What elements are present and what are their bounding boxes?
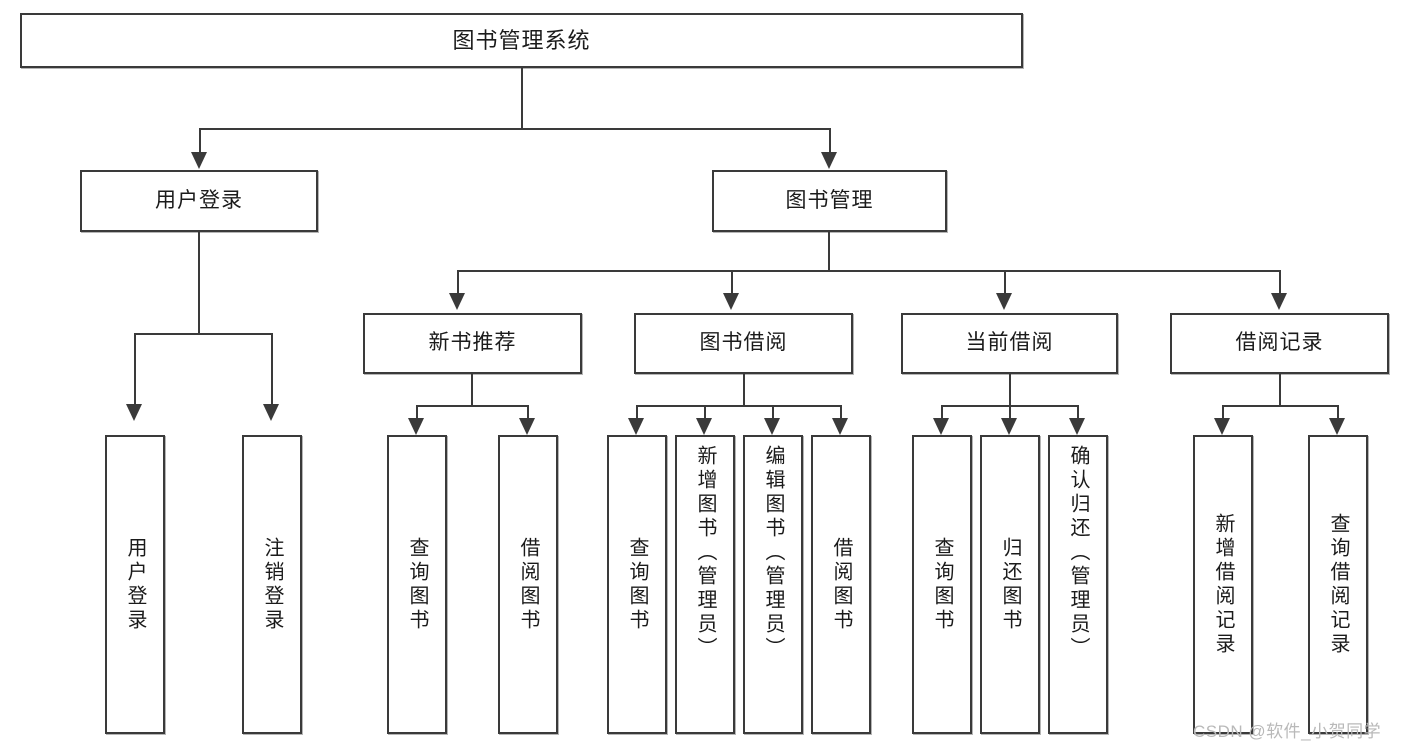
node-label: 新书推荐 [428,331,517,355]
connector-book-manage-drop-1 [457,270,459,295]
node-label: 当前借阅 [965,331,1054,355]
connector-root-to-book-manage [829,128,831,154]
node-leaf-query-book-rec[interactable]: 查询图书 [387,435,447,734]
connector-root-to-user-login [199,128,201,154]
arrow-book-manage-to-book-borrow [723,293,739,310]
node-leaf-query-book-borrow[interactable]: 查询图书 [607,435,667,734]
arrow-book-manage-to-borrow-record [1271,293,1287,310]
node-current-borrowing[interactable]: 当前借阅 [901,313,1118,374]
node-leaf-borrow-book-rec[interactable]: 借阅图书 [498,435,558,734]
node-leaf-confirm-return[interactable]: 确认归还（管理员） [1048,435,1108,734]
connector-new-book-rec-drop-2 [527,405,529,419]
node-label: 查询图书 [626,536,648,633]
node-borrowing-record[interactable]: 借阅记录 [1170,313,1389,374]
connector-book-manage-drop-2 [731,270,733,295]
arrow-root-to-book-manage [821,152,837,169]
connector-book-borrow-drop-3 [772,405,774,419]
node-label: 用户登录 [124,536,146,633]
connector-new-book-rec-bus [416,405,528,407]
node-label: 借阅图书 [517,536,539,633]
connector-book-borrow-bus [636,405,841,407]
csdn-watermark: CSDN @软件_小贺同学 [1193,722,1382,741]
connector-root-bus [199,128,831,130]
arrow-user-login-leaf-2 [263,404,279,421]
connector-user-login-stem [198,232,200,333]
connector-user-login-drop-2 [271,333,273,406]
node-label: 借阅记录 [1235,331,1324,355]
connector-book-manage-drop-4 [1279,270,1281,295]
arrow-current-borrow-leaf-1 [933,418,949,435]
connector-new-book-rec-drop-1 [416,405,418,419]
node-leaf-add-book[interactable]: 新增图书（管理员） [675,435,735,734]
connector-current-borrow-stem [1009,374,1011,405]
node-label: 查询图书 [931,536,953,633]
arrow-book-borrow-leaf-3 [764,418,780,435]
connector-user-login-bus [134,333,273,335]
node-book-management[interactable]: 图书管理 [712,170,947,232]
node-label: 归还图书 [999,536,1021,633]
node-new-book-recommendation[interactable]: 新书推荐 [363,313,582,374]
arrow-new-book-rec-leaf-1 [408,418,424,435]
node-leaf-add-borrow-record[interactable]: 新增借阅记录 [1193,435,1253,734]
node-label: 编辑图书（管理员） [762,445,784,661]
node-leaf-user-login[interactable]: 用户登录 [105,435,165,734]
node-label: 图书管理 [785,188,874,212]
node-label: 新增图书（管理员） [694,445,716,661]
node-label: 借阅图书 [830,536,852,633]
node-label: 确认归还（管理员） [1067,445,1089,661]
node-label: 查询借阅记录 [1327,512,1349,657]
node-root-book-management-system[interactable]: 图书管理系统 [20,13,1023,68]
arrow-book-borrow-leaf-4 [832,418,848,435]
arrow-user-login-leaf-1 [126,404,142,421]
node-leaf-borrow-book[interactable]: 借阅图书 [811,435,871,734]
connector-root-stem [521,68,523,128]
connector-current-borrow-drop-3 [1077,405,1079,419]
node-label: 图书管理系统 [452,27,591,53]
arrow-book-borrow-leaf-1 [628,418,644,435]
node-leaf-user-logout[interactable]: 注销登录 [242,435,302,734]
arrow-borrow-record-leaf-2 [1329,418,1345,435]
connector-user-login-drop-1 [134,333,136,406]
node-leaf-query-borrow-record[interactable]: 查询借阅记录 [1308,435,1368,734]
arrow-book-manage-to-current-borrow [996,293,1012,310]
node-label: 注销登录 [261,536,283,633]
connector-new-book-rec-stem [471,374,473,405]
node-label: 图书借阅 [699,331,788,355]
connector-borrow-record-stem [1279,374,1281,405]
node-book-borrowing[interactable]: 图书借阅 [634,313,853,374]
connector-current-borrow-drop-1 [941,405,943,419]
node-leaf-query-book-current[interactable]: 查询图书 [912,435,972,734]
node-user-login[interactable]: 用户登录 [80,170,318,232]
connector-borrow-record-drop-1 [1222,405,1224,419]
connector-book-manage-drop-3 [1004,270,1006,295]
arrow-borrow-record-leaf-1 [1214,418,1230,435]
arrow-current-borrow-leaf-3 [1069,418,1085,435]
node-label: 新增借阅记录 [1212,512,1234,657]
node-leaf-return-book[interactable]: 归还图书 [980,435,1040,734]
arrow-book-borrow-leaf-2 [696,418,712,435]
arrow-root-to-user-login [191,152,207,169]
connector-book-borrow-drop-1 [636,405,638,419]
arrow-new-book-rec-leaf-2 [519,418,535,435]
arrow-book-manage-to-new-book-rec [449,293,465,310]
node-label: 用户登录 [155,188,243,212]
node-label: 查询图书 [406,536,428,633]
connector-book-manage-stem [828,232,830,270]
connector-book-borrow-drop-4 [840,405,842,419]
connector-book-borrow-drop-2 [704,405,706,419]
connector-book-manage-bus [457,270,1281,272]
connector-borrow-record-drop-2 [1337,405,1339,419]
node-leaf-edit-book[interactable]: 编辑图书（管理员） [743,435,803,734]
connector-current-borrow-drop-2 [1009,405,1011,419]
arrow-current-borrow-leaf-2 [1001,418,1017,435]
connector-book-borrow-stem [743,374,745,405]
connector-borrow-record-bus [1222,405,1338,407]
